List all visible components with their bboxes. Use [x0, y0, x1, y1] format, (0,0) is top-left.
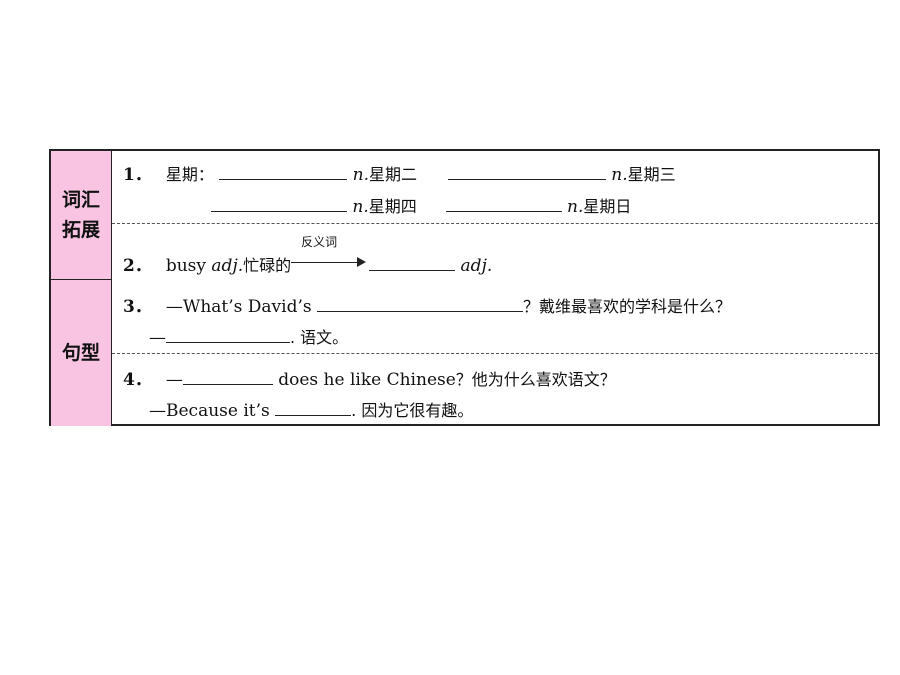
item-1-word-1: 星期二 — [369, 165, 418, 184]
item-2-number: 2． — [123, 256, 152, 276]
item-1-word-3: 星期四 — [368, 197, 417, 216]
item-4-number: 4． — [123, 370, 152, 390]
item-1-blank-4[interactable] — [445, 193, 562, 212]
item-1-pos-3: n. — [352, 197, 369, 217]
item-4-answer: —Because it’s — [149, 401, 270, 421]
item-1-pos-1: n. — [352, 165, 370, 185]
item-3-answer-translation: . 语文。 — [290, 328, 349, 347]
item-4-dash: — — [165, 370, 183, 390]
item-3-line-2: — . 语文。 — [149, 324, 348, 349]
arrow-right-icon — [357, 257, 367, 267]
item-4-blank-2[interactable] — [275, 397, 352, 416]
item-1-line-1: 1．星期： n.星期二 n.星期三 — [123, 161, 676, 186]
item-4-question-translation: ？他为什么喜欢语文？ — [455, 370, 616, 389]
category-vocabulary: 词汇拓展 — [51, 151, 112, 279]
item-4-line-1: 4． — does he like Chinese？他为什么喜欢语文？ — [123, 366, 616, 391]
category-sentence-label: 句型 — [61, 342, 100, 364]
item-3-question-translation: ？戴维最喜欢的学科是什么？ — [523, 297, 732, 316]
antonym-arrow-label: 反义词 — [301, 235, 338, 249]
item-3-question: —What’s David’s — [165, 297, 312, 317]
item-1-pos-4: n. — [567, 197, 584, 217]
item-1-blank-1[interactable] — [219, 161, 348, 180]
item-4-question: does he like Chinese — [272, 370, 456, 390]
item-4-blank-1[interactable] — [182, 366, 273, 385]
row-divider-vocab — [112, 223, 878, 224]
row-divider-sentence — [112, 353, 878, 354]
item-2-word: busy — [165, 256, 207, 276]
item-1-blank-3[interactable] — [211, 193, 347, 212]
item-1-blank-2[interactable] — [447, 161, 606, 180]
arrow-shaft — [291, 262, 362, 263]
item-2-pos-2: adj. — [460, 256, 493, 276]
item-1-number: 1． — [123, 165, 152, 185]
item-4-line-2: —Because it’s . 因为它很有趣。 — [149, 397, 473, 422]
item-1-word-4: 星期日 — [583, 197, 632, 216]
item-2-pos: adj. — [211, 256, 244, 276]
item-3-blank-1[interactable] — [317, 293, 523, 312]
category-vocabulary-label: 词汇拓展 — [61, 189, 100, 241]
item-3-number: 3． — [123, 297, 152, 317]
item-3-answer-dash: — — [149, 328, 166, 348]
item-1-pos-2: n. — [611, 165, 628, 185]
item-4-answer-translation: . 因为它很有趣。 — [351, 401, 474, 420]
item-3-blank-2[interactable] — [166, 324, 290, 343]
item-3-line-1: 3． —What’s David’s ？戴维最喜欢的学科是什么？ — [123, 293, 731, 318]
antonym-arrow: 反义词 — [291, 235, 369, 271]
item-2-line: 2．busy adj.忙碌的 反义词 adj. — [123, 235, 493, 277]
item-1-word-2: 星期三 — [627, 165, 676, 184]
category-sentence: 句型 — [51, 279, 112, 426]
item-1-label: 星期： — [165, 165, 214, 184]
worksheet-table: 词汇拓展 句型 1．星期： n.星期二 n.星期三 n.星期四 n.星期日 2．… — [49, 149, 880, 426]
item-1-line-2: n.星期四 n.星期日 — [211, 193, 631, 218]
item-2-blank[interactable] — [369, 252, 456, 271]
item-2-meaning: 忙碌的 — [243, 256, 292, 275]
